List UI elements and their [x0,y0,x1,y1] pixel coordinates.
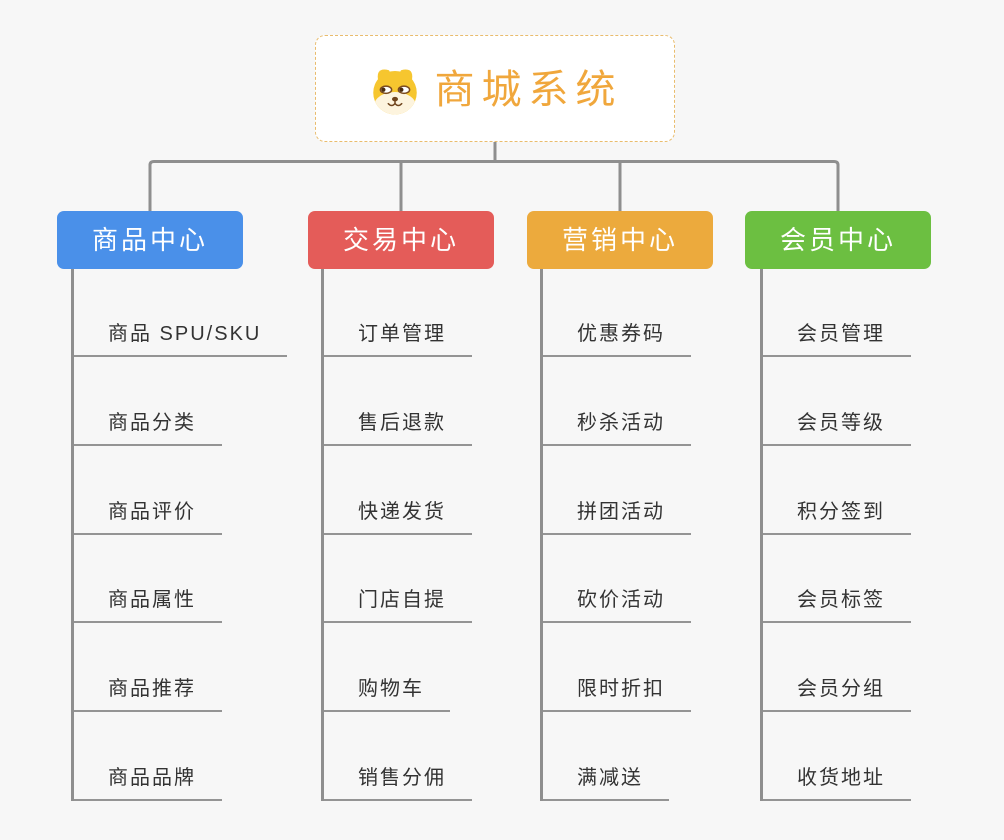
leaf-item[interactable]: 销售分佣 [324,763,472,801]
leaf-item[interactable]: 订单管理 [324,319,472,357]
leaf-item[interactable]: 满减送 [543,763,669,801]
leaf-item[interactable]: 会员标签 [763,585,911,623]
root-node[interactable]: 商城系统 [315,35,675,142]
branch-label-trade-center: 交易中心 [342,225,459,255]
leaf-item[interactable]: 门店自提 [324,585,472,623]
branch-node-member-center[interactable]: 会员中心 [745,211,931,269]
leaf-item[interactable]: 商品属性 [74,585,222,623]
leaf-item[interactable]: 售后退款 [324,408,472,446]
branch-node-trade-center[interactable]: 交易中心 [308,211,494,269]
leaf-item[interactable]: 拼团活动 [543,497,691,535]
branch-bus-line [148,160,840,211]
branch-label-marketing-center: 营销中心 [561,225,678,255]
branch-label-product-center: 商品中心 [91,225,208,255]
leaf-item[interactable]: 砍价活动 [543,585,691,623]
leaf-item[interactable]: 快递发货 [324,497,472,535]
leaf-item[interactable]: 商品 SPU/SKU [74,319,288,357]
leaf-item[interactable]: 商品评价 [74,497,222,535]
leaf-column-product-center: 商品 SPU/SKU 商品分类 商品评价 商品属性 商品推荐 商品品牌 [71,269,334,801]
dog-face-icon [372,69,417,114]
leaf-item[interactable]: 会员等级 [763,408,911,446]
leaf-item[interactable]: 商品分类 [74,408,222,446]
branch-node-product-center[interactable]: 商品中心 [57,211,243,269]
leaf-column-member-center: 会员管理 会员等级 积分签到 会员标签 会员分组 收货地址 [760,269,1004,801]
branch-label-member-center: 会员中心 [779,225,896,255]
leaf-item[interactable]: 商品品牌 [74,763,222,801]
leaf-item[interactable]: 优惠券码 [543,319,691,357]
leaf-item[interactable]: 秒杀活动 [543,408,691,446]
root-title: 商城系统 [434,67,623,112]
leaf-item[interactable]: 会员管理 [763,319,911,357]
branch-node-marketing-center[interactable]: 营销中心 [527,211,713,269]
leaf-item[interactable]: 购物车 [324,674,450,712]
leaf-item[interactable]: 限时折扣 [543,674,691,712]
leaf-column-marketing-center: 优惠券码 秒杀活动 拼团活动 砍价活动 限时折扣 满减送 [540,269,803,801]
leaf-column-trade-center: 订单管理 售后退款 快递发货 门店自提 购物车 销售分佣 [321,269,584,801]
leaf-item[interactable]: 会员分组 [763,674,911,712]
leaf-item[interactable]: 收货地址 [763,763,911,801]
leaf-item[interactable]: 积分签到 [763,497,911,535]
leaf-item[interactable]: 商品推荐 [74,674,222,712]
